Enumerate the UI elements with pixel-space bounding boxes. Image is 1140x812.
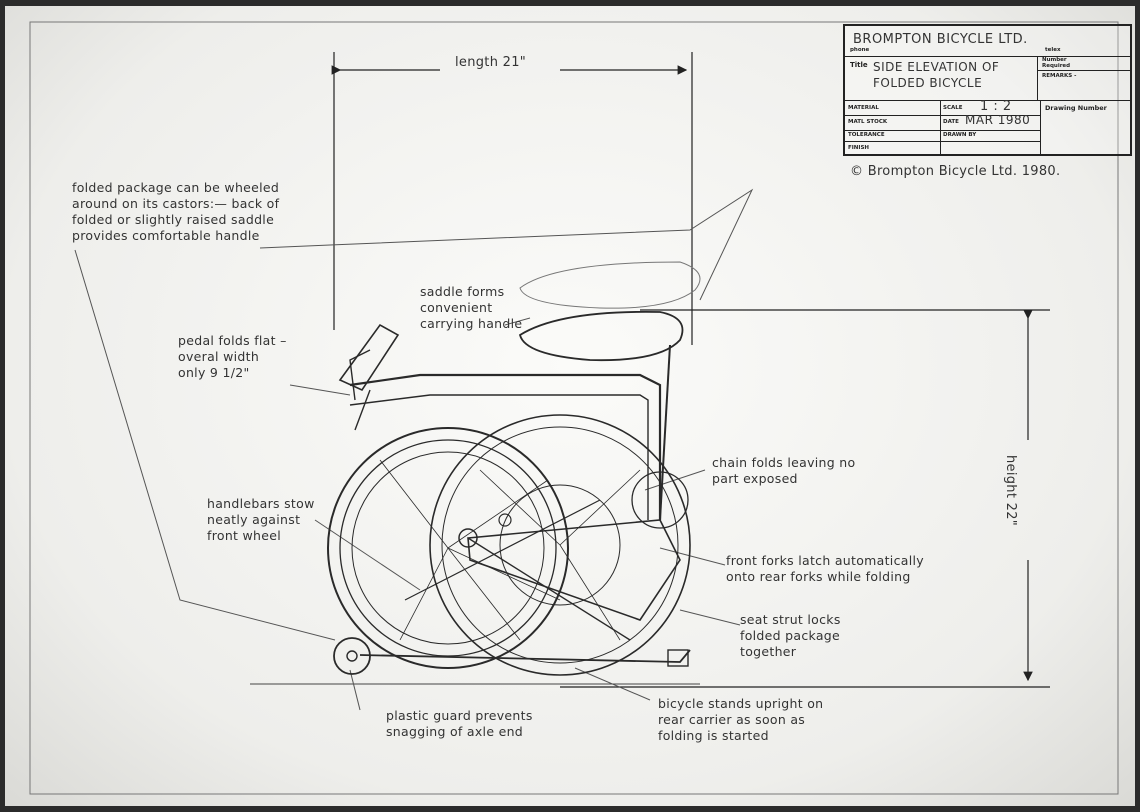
note-guard-line-1: plastic guard prevents xyxy=(386,708,533,723)
note-stands: bicycle stands upright on rear carrier a… xyxy=(658,696,823,744)
note-pedal-line-1: pedal folds flat – xyxy=(178,333,287,348)
note-stands-line-1: bicycle stands upright on xyxy=(658,696,824,711)
note-saddle-line-3: carrying handle xyxy=(420,316,523,331)
title-block-col-2 xyxy=(940,100,941,154)
note-castors: folded package can be wheeled around on … xyxy=(72,180,279,244)
title-block-col-1 xyxy=(1037,56,1038,100)
title-block-divider-5 xyxy=(845,141,1040,142)
note-castors-line-2: around on its castors:— back of xyxy=(72,196,280,211)
scan-edge-right xyxy=(1135,0,1140,812)
note-saddle-line-1: saddle forms xyxy=(420,284,505,299)
note-stands-line-2: rear carrier as soon as xyxy=(658,712,806,727)
note-chain-line-1: chain folds leaving no xyxy=(712,455,856,470)
length-dimension xyxy=(331,52,693,345)
title-block-divider-remarks xyxy=(1037,70,1130,71)
leader-lines xyxy=(74,188,754,711)
height-dimension xyxy=(560,309,1050,688)
title-block-divider-4 xyxy=(845,130,1040,131)
note-pedal-line-2: overal width xyxy=(178,349,260,364)
title-block-col-3 xyxy=(1040,100,1041,154)
note-saddle-line-2: convenient xyxy=(420,300,493,315)
note-forks-line-1: front forks latch automatically xyxy=(726,553,924,568)
note-guard-line-2: snagging of axle end xyxy=(386,724,524,739)
required-label: Required xyxy=(1042,63,1071,69)
note-strut-line-2: folded package xyxy=(740,628,841,643)
note-chain: chain folds leaving no part exposed xyxy=(712,455,855,487)
title-line-1: SIDE ELEVATION OF xyxy=(873,60,1000,74)
drawn-by-label: DRAWN BY xyxy=(943,132,977,138)
drawing-number-label: Drawing Number xyxy=(1045,104,1107,112)
scan-edge-left xyxy=(0,0,5,812)
copyright-text: © Brompton Bicycle Ltd. 1980. xyxy=(850,164,1061,179)
note-handlebars-line-2: neatly against xyxy=(207,512,301,527)
note-pedal-line-3: only 9 1/2" xyxy=(178,365,250,380)
number-label: Number xyxy=(1042,57,1067,63)
note-strut-line-3: together xyxy=(740,644,797,659)
note-handlebars: handlebars stow neatly against front whe… xyxy=(207,496,315,544)
scan-edge-bottom xyxy=(0,806,1140,812)
scale-value: 1 : 2 xyxy=(980,99,1012,114)
note-handlebars-line-3: front wheel xyxy=(207,528,282,543)
note-castors-line-1: folded package can be wheeled xyxy=(72,180,280,195)
company-name: BROMPTON BICYCLE LTD. xyxy=(853,32,1028,47)
folded-bicycle xyxy=(327,261,701,676)
remarks-label: REMARKS - xyxy=(1042,73,1077,79)
note-forks: front forks latch automatically onto rea… xyxy=(726,553,924,585)
phone-label: phone xyxy=(850,47,870,53)
title-block: BROMPTON BICYCLE LTD. phone telex Title … xyxy=(843,24,1132,156)
note-stands-line-3: folding is started xyxy=(658,728,769,743)
title-line-2: FOLDED BICYCLE xyxy=(873,76,983,90)
date-label: DATE xyxy=(943,119,959,125)
title-block-divider-3 xyxy=(845,115,1040,116)
note-strut: seat strut locks folded package together xyxy=(740,612,841,660)
note-forks-line-2: onto rear forks while folding xyxy=(726,569,911,584)
matl-stock-label: MATL STOCK xyxy=(848,119,888,125)
scan-edge-top xyxy=(0,0,1140,6)
title-block-divider-1 xyxy=(845,56,1130,57)
note-saddle: saddle forms convenient carrying handle xyxy=(420,284,522,332)
note-castors-line-3: folded or slightly raised saddle xyxy=(72,212,275,227)
note-chain-line-2: part exposed xyxy=(712,471,798,486)
date-value: MAR 1980 xyxy=(965,113,1031,127)
title-block-divider-2 xyxy=(845,100,1130,101)
note-strut-line-1: seat strut locks xyxy=(740,612,841,627)
finish-label: FINISH xyxy=(848,145,870,151)
tolerance-label: TOLERANCE xyxy=(848,132,885,138)
title-label: Title xyxy=(850,61,868,69)
telex-label: telex xyxy=(1045,47,1061,53)
page-border xyxy=(29,21,1119,795)
note-guard: plastic guard prevents snagging of axle … xyxy=(386,708,533,740)
note-handlebars-line-1: handlebars stow xyxy=(207,496,315,511)
note-castors-line-4: provides comfortable handle xyxy=(72,228,260,243)
material-label: MATERIAL xyxy=(848,105,879,111)
length-label: length 21" xyxy=(455,55,527,70)
note-pedal: pedal folds flat – overal width only 9 1… xyxy=(178,333,287,381)
scale-label: SCALE xyxy=(943,105,963,111)
height-label: height 22" xyxy=(1003,455,1018,527)
